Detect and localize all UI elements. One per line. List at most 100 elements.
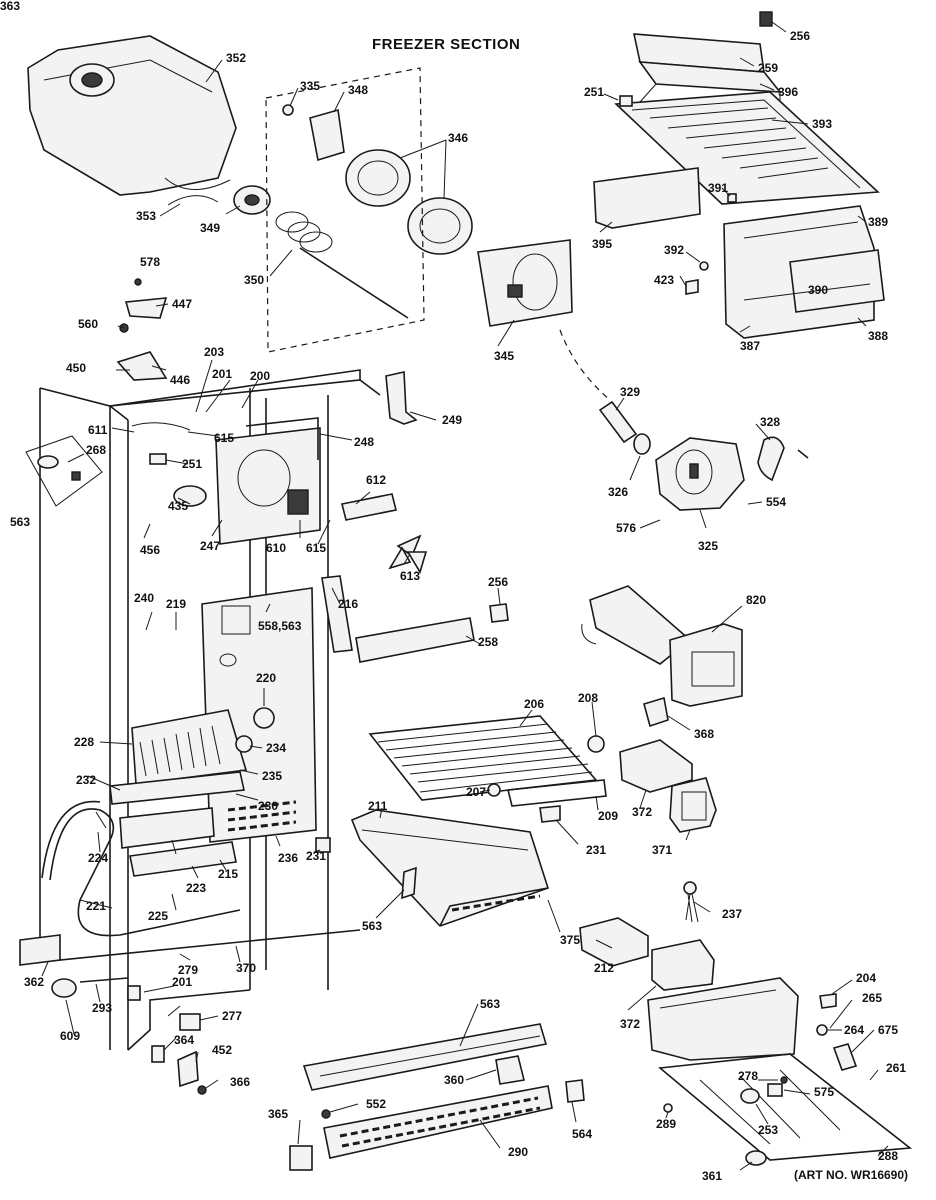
bail-wire: [167, 195, 219, 206]
callout-256: 256: [790, 29, 811, 43]
callout-391: 391: [708, 181, 729, 195]
callout-350: 350: [244, 273, 265, 287]
callout-615: 615: [214, 431, 235, 445]
callout-554: 554: [766, 495, 787, 509]
callout-215: 215: [218, 867, 239, 881]
callout-450: 450: [66, 361, 87, 375]
callout-256: 256: [488, 575, 509, 589]
callout-326: 326: [608, 485, 629, 499]
callout-423: 423: [654, 273, 675, 287]
callout-345: 345: [494, 349, 515, 363]
callout-564: 564: [572, 1127, 593, 1141]
cover-plate: [593, 167, 701, 229]
callout-335: 335: [300, 79, 321, 93]
door-assembly: [614, 11, 880, 205]
callout-370: 370: [236, 961, 257, 975]
callout-259: 259: [758, 61, 779, 75]
callout-207: 207: [466, 785, 487, 799]
callout-349: 349: [200, 221, 221, 235]
bracket-446: [116, 351, 168, 381]
callout-575: 575: [814, 1085, 835, 1099]
callout-200: 200: [250, 369, 271, 383]
hidden-line: [265, 67, 425, 353]
callout-223: 223: [186, 881, 207, 895]
callout-352: 352: [226, 51, 247, 65]
callout-279: 279: [178, 963, 199, 977]
callout-387: 387: [740, 339, 761, 353]
callout-230: 230: [258, 799, 279, 813]
evaporator-cover: [215, 427, 321, 545]
callout-364: 364: [174, 1033, 195, 1047]
callout-348: 348: [348, 83, 369, 97]
callout-237: 237: [722, 907, 743, 921]
auger-motor: [598, 400, 809, 511]
callout-231: 231: [306, 849, 327, 863]
callout-247: 247: [200, 539, 221, 553]
callout-610: 610: [266, 541, 287, 555]
callout-219: 219: [166, 597, 187, 611]
defrost-heater: [49, 808, 241, 937]
callout-232: 232: [76, 773, 97, 787]
callout-206: 206: [524, 697, 545, 711]
duct-371: [669, 777, 717, 833]
callout-221: 221: [86, 899, 107, 913]
callout-447: 447: [172, 297, 193, 311]
icemaker: [581, 585, 743, 707]
callout-372: 372: [620, 1017, 641, 1031]
callout-446: 446: [170, 373, 191, 387]
bracket-447: [124, 297, 168, 319]
callout-392: 392: [664, 243, 685, 257]
callout-395: 395: [592, 237, 613, 251]
callout-611: 611: [88, 423, 108, 437]
callout-228: 228: [74, 735, 95, 749]
callout-220: 220: [256, 671, 277, 685]
callout-278: 278: [738, 1069, 759, 1083]
callout-820: 820: [746, 593, 767, 607]
callout-251: 251: [584, 85, 605, 99]
leader-lines: [41, 21, 889, 1171]
evaporator-coil: [131, 709, 248, 785]
mounting-plate: [477, 239, 573, 327]
callout-388: 388: [868, 329, 889, 343]
callout-325: 325: [698, 539, 719, 553]
callout-265: 265: [862, 991, 883, 1005]
art-number: (ART NO. WR16690): [794, 1168, 909, 1182]
callout-264: 264: [844, 1023, 865, 1037]
callout-212: 212: [594, 961, 615, 975]
fan-blade: [388, 534, 428, 574]
callout-288: 288: [878, 1149, 899, 1163]
callout-329: 329: [620, 385, 641, 399]
callout-390: 390: [808, 283, 829, 297]
callout-563: 563: [480, 997, 501, 1011]
callout-201: 201: [212, 367, 233, 381]
callout-203: 203: [204, 345, 225, 359]
callout-609: 609: [60, 1029, 81, 1043]
callout-675: 675: [878, 1023, 899, 1037]
callout-560: 560: [78, 317, 99, 331]
callout-552: 552: [366, 1097, 387, 1111]
callout-225: 225: [148, 909, 169, 923]
dispenser-housing: [723, 205, 885, 339]
callout-393: 393: [812, 117, 833, 131]
callout-231: 231: [586, 843, 607, 857]
shelf-duct: [355, 617, 475, 663]
auger-parts: [233, 104, 409, 319]
callout-563: 563: [10, 515, 31, 529]
callout-208: 208: [578, 691, 599, 705]
callout-576: 576: [616, 521, 637, 535]
callout-201: 201: [172, 975, 193, 989]
callout-261: 261: [886, 1061, 907, 1075]
callout-234: 234: [266, 741, 287, 755]
callout-290: 290: [508, 1145, 529, 1159]
callout-372: 372: [632, 805, 653, 819]
callout-209: 209: [598, 809, 619, 823]
wire-shelf: [368, 715, 607, 807]
callout-558-563: 558,563: [258, 619, 302, 633]
rotor-assembly: [345, 149, 473, 255]
callout-248: 248: [354, 435, 375, 449]
freezer-basket: [350, 809, 549, 927]
callout-389: 389: [868, 215, 889, 229]
callout-396: 396: [778, 85, 799, 99]
